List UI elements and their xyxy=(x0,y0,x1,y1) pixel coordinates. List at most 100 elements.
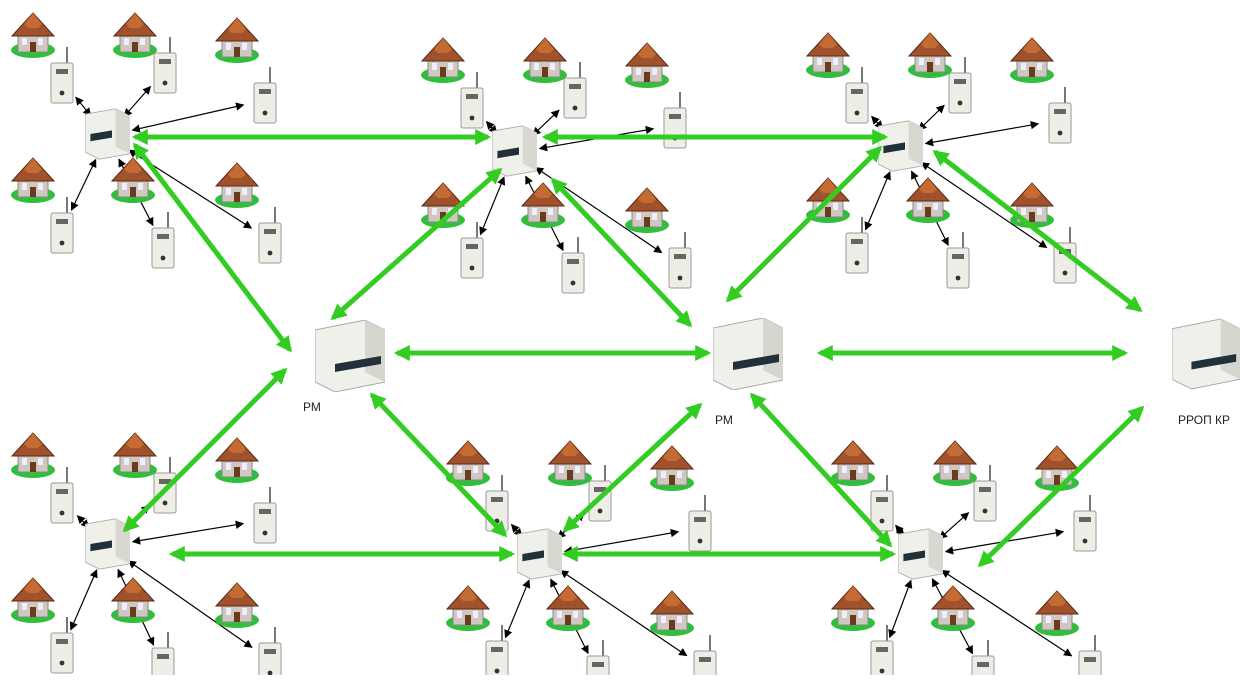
sensor-icon xyxy=(460,71,484,129)
backbone-link-arrow xyxy=(749,392,893,548)
house-icon xyxy=(520,182,566,229)
sensor-icon xyxy=(971,639,995,680)
sensor-icon xyxy=(973,464,997,522)
house-icon xyxy=(649,445,695,492)
rm-left-panel-icon xyxy=(315,320,385,392)
rm-center-panel-icon xyxy=(713,318,783,390)
sensor-icon xyxy=(1078,634,1102,680)
backbone-link-arrow xyxy=(562,402,703,533)
local-link-arrow xyxy=(131,102,245,133)
sensor-icon xyxy=(948,56,972,114)
sensor-icon xyxy=(663,91,687,149)
house-icon xyxy=(932,440,978,487)
sensor-icon xyxy=(50,196,74,254)
sensor-icon xyxy=(258,626,282,680)
house-icon xyxy=(10,432,56,479)
sensor-icon xyxy=(668,231,692,289)
house-icon xyxy=(805,32,851,79)
sensor-icon xyxy=(253,486,277,544)
house-icon xyxy=(112,12,158,59)
backbone-link-arrow xyxy=(330,167,503,321)
house-icon xyxy=(10,12,56,59)
house-icon xyxy=(112,432,158,479)
rm-left-label: РМ xyxy=(303,400,321,414)
backbone-link-arrow xyxy=(550,177,693,328)
local-link-arrow xyxy=(563,528,680,555)
house-icon xyxy=(110,577,156,624)
house-icon xyxy=(1034,590,1080,637)
sensor-icon xyxy=(153,36,177,94)
sensor-icon xyxy=(460,221,484,279)
house-icon xyxy=(522,37,568,84)
rrop-label: РРОП КР xyxy=(1178,413,1231,427)
local-link-arrow xyxy=(941,569,1073,657)
sensor-icon xyxy=(946,231,970,289)
sensor-icon xyxy=(688,494,712,552)
local-link-arrow xyxy=(123,85,152,118)
sensor-icon xyxy=(50,616,74,674)
sensor-icon xyxy=(693,634,717,680)
house-icon xyxy=(830,440,876,487)
local-link-arrow xyxy=(504,579,531,639)
sensor-icon xyxy=(258,206,282,264)
sensor-icon xyxy=(870,474,894,532)
house-icon xyxy=(624,42,670,89)
house-icon xyxy=(1034,445,1080,492)
cluster-panel-icon xyxy=(898,528,943,580)
rm-center-label: РМ xyxy=(715,413,733,427)
backbone-link-arrow xyxy=(133,142,292,353)
backbone-links xyxy=(122,128,1145,568)
local-link-arrow xyxy=(75,96,92,117)
sensor-icon xyxy=(50,466,74,524)
backbone-link-arrow xyxy=(122,367,288,533)
cluster-panel-icon xyxy=(85,518,130,570)
sensor-icon xyxy=(485,474,509,532)
sensor-icon xyxy=(1073,494,1097,552)
house-icon xyxy=(445,585,491,632)
house-icon xyxy=(649,590,695,637)
cluster-panel-icon xyxy=(878,120,923,172)
local-link-arrow xyxy=(127,560,253,648)
backbone-link-arrow xyxy=(725,145,883,303)
sensor-icon xyxy=(1048,86,1072,144)
local-link-arrow xyxy=(888,579,913,639)
local-link-arrow xyxy=(864,171,891,231)
local-link-arrow xyxy=(559,570,688,657)
local-link-arrow xyxy=(69,569,98,631)
sensor-icon xyxy=(50,46,74,104)
house-icon xyxy=(420,37,466,84)
cluster-panel-icon xyxy=(517,528,562,580)
backbone-link-arrow xyxy=(369,392,508,538)
sensor-icon xyxy=(845,216,869,274)
house-icon xyxy=(214,162,260,209)
local-link-arrow xyxy=(918,104,945,131)
house-icon xyxy=(545,585,591,632)
sensor-icon xyxy=(561,236,585,294)
sensor-icon xyxy=(253,66,277,124)
local-link-arrow xyxy=(938,512,970,540)
house-icon xyxy=(214,437,260,484)
cluster-panel-icon xyxy=(85,108,130,160)
sensor-icon xyxy=(485,624,509,680)
local-link-arrow xyxy=(532,109,560,136)
house-icon xyxy=(1009,37,1055,84)
house-icon xyxy=(930,585,976,632)
local-link-arrow xyxy=(131,520,245,545)
sensor-icon xyxy=(151,631,175,680)
house-icon xyxy=(10,577,56,624)
sensor-icon xyxy=(151,211,175,269)
house-icon xyxy=(547,440,593,487)
house-icon xyxy=(214,17,260,64)
house-icon xyxy=(905,177,951,224)
local-link-arrow xyxy=(70,158,97,211)
backbone-link-arrow xyxy=(932,150,1143,312)
backbone-link-arrow xyxy=(977,405,1145,568)
rrop-panel-icon xyxy=(1172,318,1240,390)
local-link-arrow xyxy=(924,120,1040,147)
sensor-icon xyxy=(870,624,894,680)
house-icon xyxy=(624,187,670,234)
house-icon xyxy=(10,157,56,204)
house-icon xyxy=(907,32,953,79)
